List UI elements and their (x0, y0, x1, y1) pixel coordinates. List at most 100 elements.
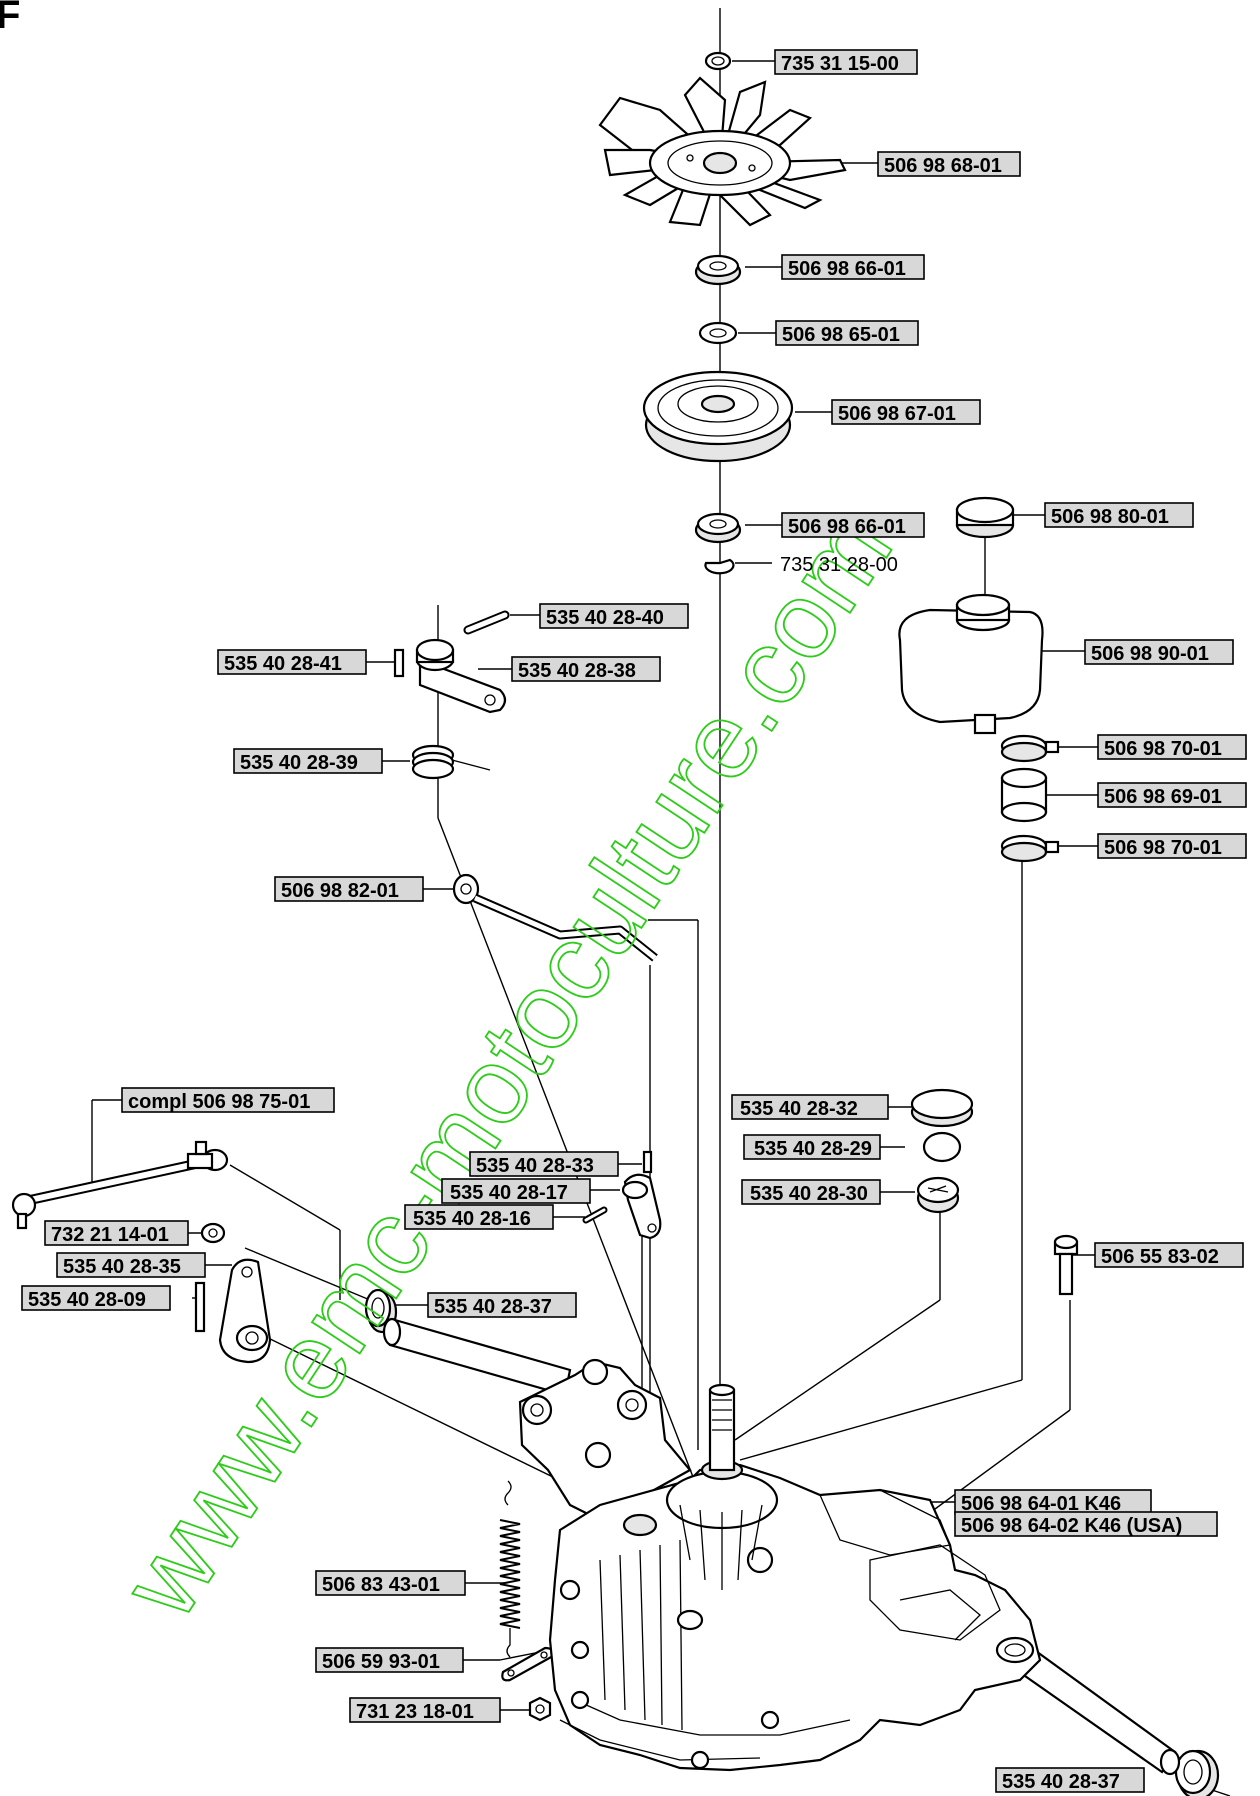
control-rod-part (452, 873, 658, 962)
label-732211401: 732 21 14-01 (44, 1220, 189, 1246)
label-506986901: 506 98 69-01 (1097, 782, 1247, 808)
label-506988201: 506 98 82-01 (274, 876, 424, 902)
svg-text:506 98 67-01: 506 98 67-01 (838, 403, 956, 425)
e-clip-part (704, 558, 735, 575)
label-735312800: 735 31 28-00 (780, 554, 898, 576)
svg-text:535 40 28-32: 535 40 28-32 (740, 1098, 858, 1120)
svg-text:535 40 28-35: 535 40 28-35 (63, 1256, 181, 1278)
pin-40-part (463, 610, 510, 635)
label-535402809: 535 40 28-09 (21, 1285, 171, 1311)
label-compl506987501: compl 506 98 75-01 (121, 1087, 335, 1113)
washer-part (698, 321, 738, 345)
hose-clamp-bottom-part (1000, 834, 1060, 863)
label-506986801: 506 98 68-01 (877, 151, 1021, 177)
pulley-part (642, 370, 794, 463)
transaxle-part (382, 1317, 1181, 1776)
label-535402830: 535 40 28-30 (741, 1179, 881, 1205)
circlip-part (704, 51, 732, 71)
svg-text:506 98 90-01: 506 98 90-01 (1091, 643, 1209, 665)
hex-nut-part (528, 1696, 552, 1722)
label-535402838: 535 40 28-38 (511, 656, 661, 682)
label-506988001: 506 98 80-01 (1044, 502, 1194, 528)
lever-arm-part (415, 638, 507, 714)
svg-text:535 40 28-38: 535 40 28-38 (518, 660, 636, 682)
hose-clamp-top-part (1000, 734, 1060, 763)
svg-text:732 21 14-01: 732 21 14-01 (51, 1224, 169, 1246)
seal-right-part (1174, 1749, 1220, 1796)
bushing-bottom-part (694, 512, 742, 544)
label-535402816: 535 40 28-16 (404, 1204, 554, 1230)
svg-text:735 31 28-00: 735 31 28-00 (780, 554, 898, 576)
svg-text:506 55 83-02: 506 55 83-02 (1101, 1246, 1219, 1268)
svg-text:506 59 93-01: 506 59 93-01 (322, 1651, 440, 1673)
svg-text:535 40 28-41: 535 40 28-41 (224, 653, 342, 675)
svg-text:506 98 70-01: 506 98 70-01 (1104, 837, 1222, 859)
label-535402837-right: 535 40 28-37 (995, 1767, 1145, 1793)
linkage-rod-part (11, 1140, 229, 1230)
svg-text:535 40 28-33: 535 40 28-33 (476, 1155, 594, 1177)
svg-text:506 98 66-01: 506 98 66-01 (788, 516, 906, 538)
label-535402841: 535 40 28-41 (217, 649, 367, 675)
label-506987001-top: 506 98 70-01 (1097, 734, 1247, 760)
label-731231801: 731 23 18-01 (349, 1697, 501, 1723)
svg-text:535 40 28-37: 535 40 28-37 (1002, 1771, 1120, 1793)
disc-part (922, 1131, 962, 1163)
nut-part (200, 1222, 226, 1244)
bolt-part (1053, 1234, 1079, 1296)
pin-41-part (393, 648, 405, 678)
svg-text:731 23 18-01: 731 23 18-01 (356, 1701, 474, 1723)
reservoir-cap-part (955, 496, 1015, 539)
label-535402839: 535 40 28-39 (233, 748, 383, 774)
reservoir-part (898, 593, 1044, 735)
svg-text:535 40 28-30: 535 40 28-30 (750, 1183, 868, 1205)
svg-text:506 98 65-01: 506 98 65-01 (782, 324, 900, 346)
svg-text:535 40 28-17: 535 40 28-17 (450, 1182, 568, 1204)
bell-crank-part (218, 1258, 272, 1364)
label-535402835: 535 40 28-35 (56, 1252, 206, 1278)
label-506986401: 506 98 64-01 K46 (954, 1489, 1152, 1515)
page-marker: F (0, 0, 20, 37)
svg-text:compl 506 98 75-01: compl 506 98 75-01 (128, 1091, 310, 1113)
label-535402817: 535 40 28-17 (441, 1178, 591, 1204)
svg-text:506 83 43-01: 506 83 43-01 (322, 1574, 440, 1596)
pin-33-part (642, 1150, 653, 1174)
svg-text:506 98 82-01: 506 98 82-01 (281, 880, 399, 902)
svg-text:535 40 28-29: 535 40 28-29 (754, 1138, 872, 1160)
pin-16-part (582, 1206, 608, 1224)
svg-text:506 98 68-01: 506 98 68-01 (884, 155, 1002, 177)
svg-text:535 40 28-39: 535 40 28-39 (240, 752, 358, 774)
bushing-top-part (694, 254, 742, 286)
label-506986601-bottom: 506 98 66-01 (781, 512, 925, 538)
svg-text:535 40 28-16: 535 40 28-16 (413, 1208, 531, 1230)
extension-spring-part (499, 1480, 521, 1658)
svg-text:535 40 28-40: 535 40 28-40 (546, 607, 664, 629)
svg-text:506 98 69-01: 506 98 69-01 (1104, 786, 1222, 808)
pin-09-part (194, 1281, 206, 1333)
label-535402829: 535 40 28-29 (743, 1134, 881, 1160)
svg-text:506 98 64-02 K46 (USA): 506 98 64-02 K46 (USA) (961, 1515, 1182, 1537)
label-506599301: 506 59 93-01 (315, 1647, 464, 1673)
fan-part (598, 76, 847, 227)
hose-part (1000, 767, 1048, 823)
svg-text:506 98 70-01: 506 98 70-01 (1104, 738, 1222, 760)
parts-drawings (11, 51, 1220, 1796)
label-506987001-bottom: 506 98 70-01 (1097, 833, 1247, 859)
spring-plate-part (501, 1646, 555, 1682)
label-735311500: 735 31 15-00 (774, 49, 918, 75)
svg-text:535 40 28-09: 535 40 28-09 (28, 1289, 146, 1311)
svg-text:506 98 80-01: 506 98 80-01 (1051, 506, 1169, 528)
svg-text:535 40 28-37: 535 40 28-37 (434, 1296, 552, 1318)
label-535402837-left: 535 40 28-37 (427, 1292, 577, 1318)
filter-part (916, 1176, 960, 1214)
svg-text:506 98 64-01 K46: 506 98 64-01 K46 (961, 1493, 1121, 1515)
svg-text:735 31 15-00: 735 31 15-00 (781, 53, 899, 75)
label-506558302: 506 55 83-02 (1094, 1242, 1244, 1268)
label-535402840: 535 40 28-40 (539, 603, 689, 629)
cap-part (910, 1088, 974, 1128)
torsion-spring-part (411, 744, 491, 780)
label-535402832: 535 40 28-32 (731, 1094, 889, 1120)
label-506986402: 506 98 64-02 K46 (USA) (954, 1511, 1218, 1537)
svg-text:506 98 66-01: 506 98 66-01 (788, 258, 906, 280)
lever-17-part (621, 1173, 662, 1240)
